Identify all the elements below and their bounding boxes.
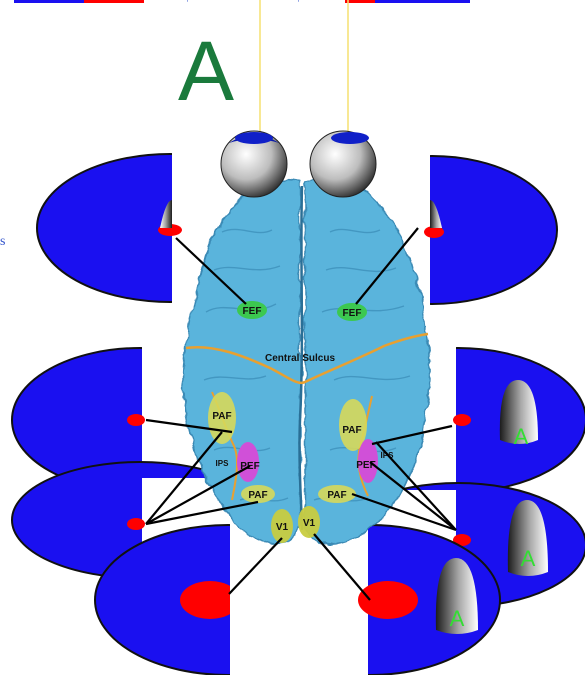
stimulus-letter: A bbox=[178, 24, 234, 118]
left-eye bbox=[221, 131, 287, 197]
svg-text:·: · bbox=[186, 0, 189, 6]
cone-1-letter: A bbox=[514, 424, 529, 449]
brain: Central Sulcus FEF FEF PAF PAF IPS IPS P… bbox=[183, 179, 430, 545]
v1-right-label: V1 bbox=[303, 518, 316, 529]
cone-3-letter: A bbox=[450, 606, 465, 631]
fef-right-label: FEF bbox=[343, 308, 362, 319]
svg-text:·: · bbox=[297, 0, 300, 6]
cone-2-letter: A bbox=[521, 546, 536, 571]
paf-right-lower-label: PAF bbox=[327, 490, 346, 501]
edge-text-fragment: s bbox=[0, 234, 5, 249]
v1-left-label: V1 bbox=[276, 522, 289, 533]
central-sulcus-label: Central Sulcus bbox=[265, 353, 335, 364]
paf-left-upper-label: PAF bbox=[212, 411, 231, 422]
right-eye bbox=[310, 131, 376, 197]
paf-right-upper-label: PAF bbox=[342, 425, 361, 436]
top-clipped-bars: · · bbox=[14, 0, 470, 6]
paf-left-lower-label: PAF bbox=[248, 490, 267, 501]
fef-left-label: FEF bbox=[243, 306, 262, 317]
ips-left-label: IPS bbox=[216, 459, 230, 468]
